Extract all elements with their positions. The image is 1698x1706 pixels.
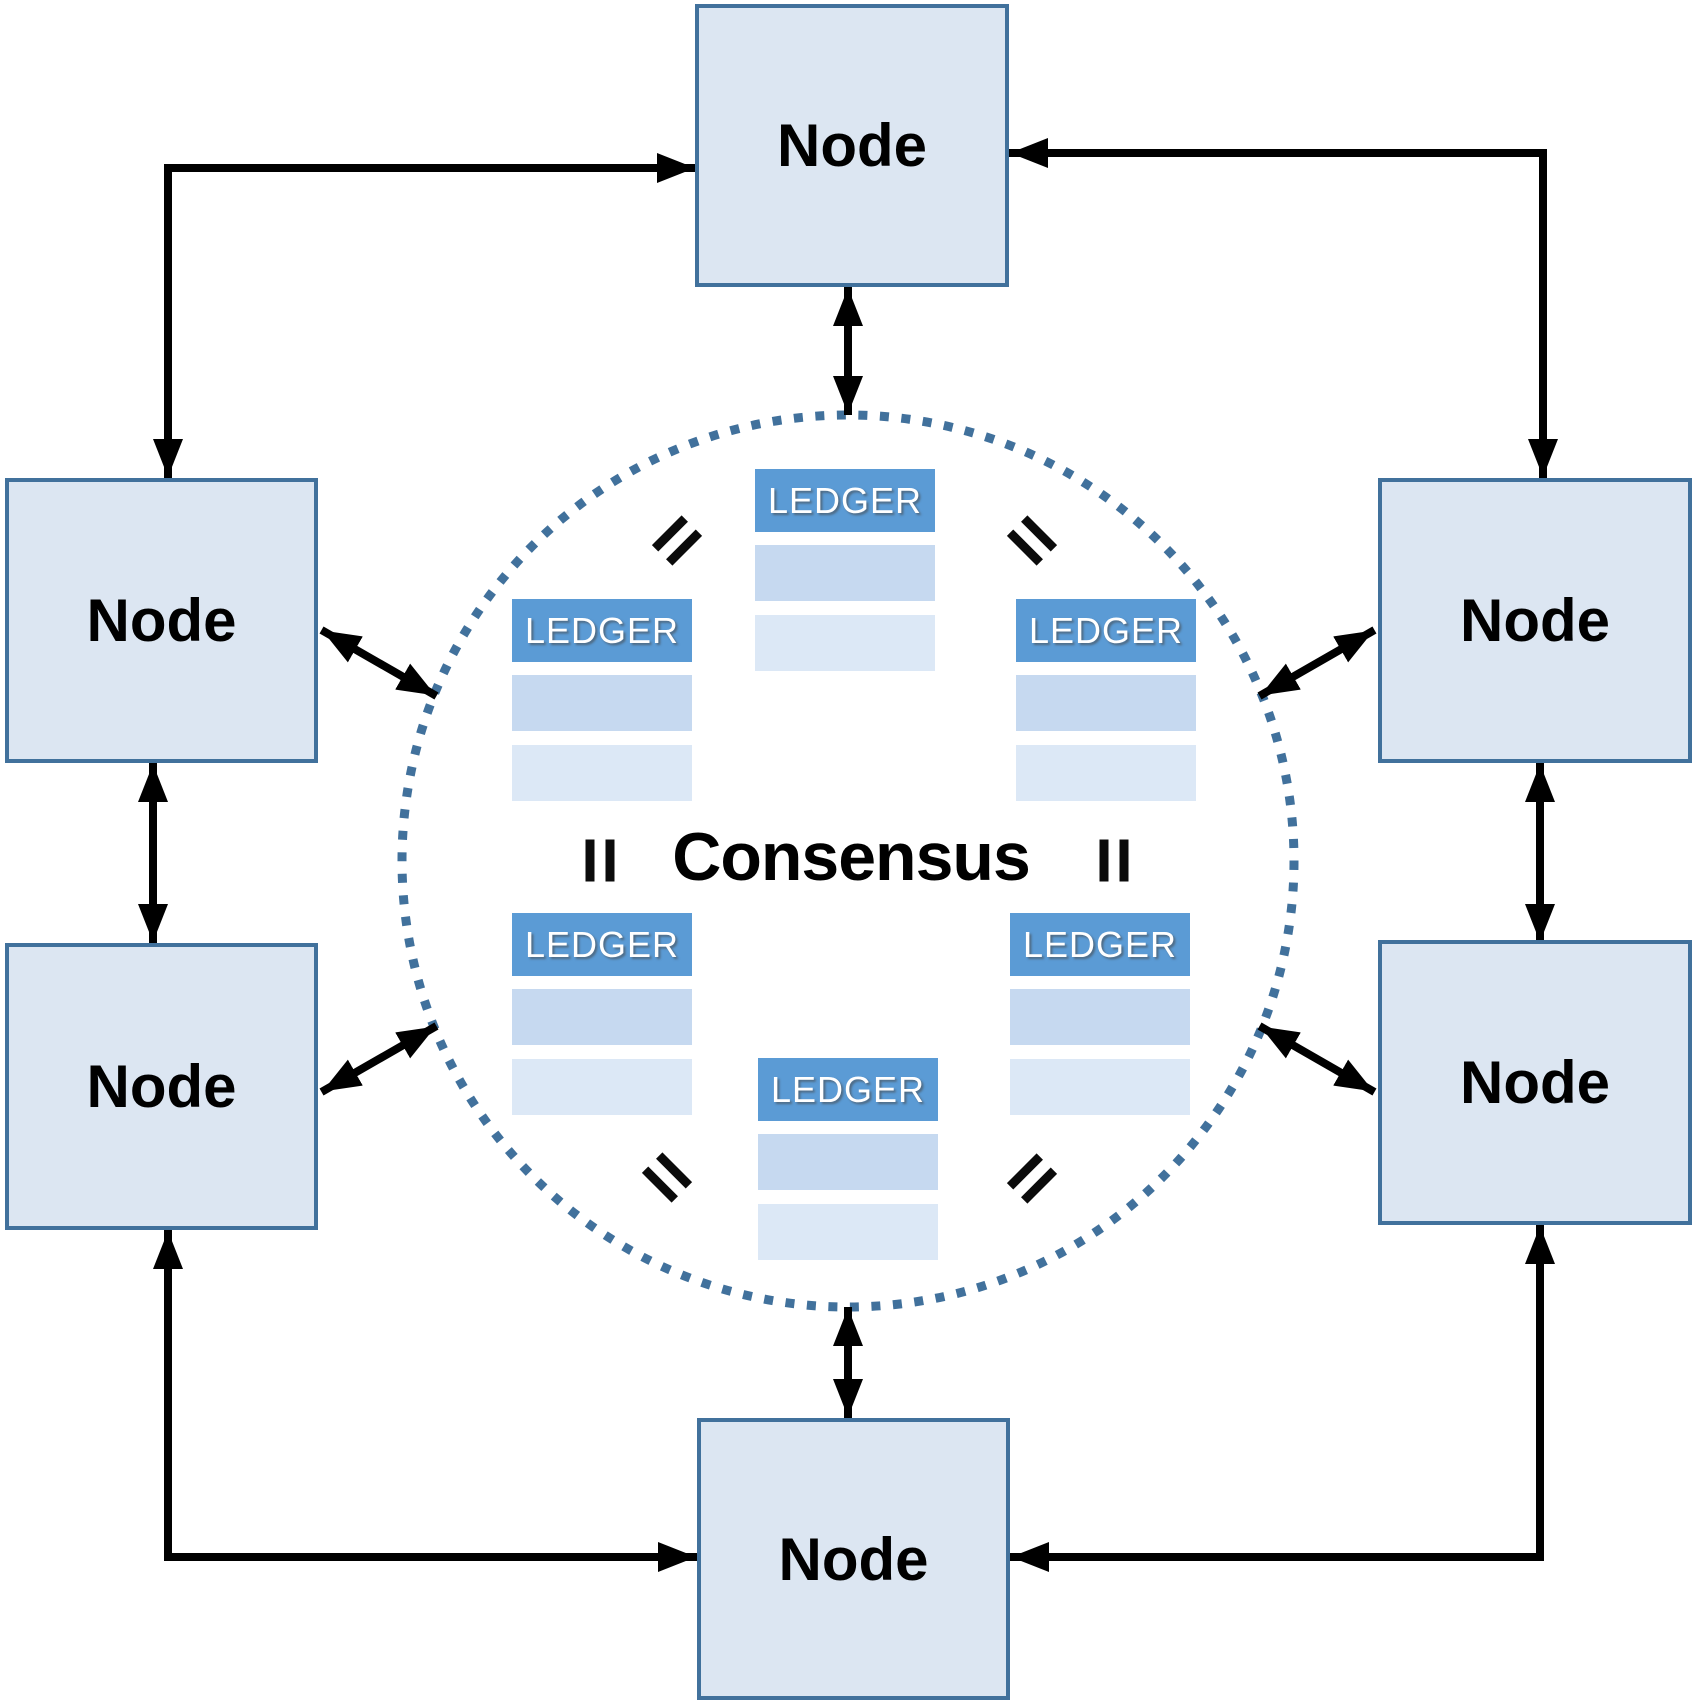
node-box-left-lower: Node [5,943,318,1230]
ledger-row [1016,745,1196,801]
ledger-bottom-center: LEDGER [758,1058,938,1260]
ledger-row [512,745,692,801]
ledger-row [1010,1059,1190,1115]
ledger-row [755,615,935,671]
ledger-upper-right: LEDGER [1016,599,1196,801]
connector-rightupper-node-circle [1257,626,1377,700]
ledger-header: LEDGER [758,1058,938,1121]
equals-mark-middle-right [1099,839,1129,882]
ledger-row [512,989,692,1045]
ledger-row [1010,989,1190,1045]
node-box-right-upper: Node [1378,478,1692,763]
ledger-header: LEDGER [512,913,692,976]
ledger-header: LEDGER [512,599,692,662]
connector-leftlower-node-circle [319,1022,439,1096]
ledger-row [512,675,692,731]
equals-bar [1119,839,1129,882]
node-label: Node [778,1525,929,1593]
equals-bar [1099,839,1109,882]
equals-mark-middle-left [585,839,615,882]
ledger-row [1016,675,1196,731]
consensus-title: Consensus [672,819,1031,895]
ledger-row [758,1134,938,1190]
node-label: Node [86,587,237,654]
ledger-row [758,1204,938,1260]
connector-leftupper-node-circle [319,626,439,700]
node-label: Node [777,112,927,179]
ledger-top-center: LEDGER [755,469,935,671]
node-box-right-lower: Node [1378,940,1692,1225]
node-box-top: Node [695,4,1009,287]
equals-bar [605,839,615,882]
connector-rightlower-node-circle [1257,1022,1377,1096]
node-box-left-upper: Node [5,478,318,763]
node-box-bottom: Node [697,1418,1010,1700]
equals-bar [585,839,595,882]
node-label: Node [1460,587,1610,654]
ledger-lower-left: LEDGER [512,913,692,1115]
node-label: Node [1460,1049,1610,1116]
ledger-upper-left: LEDGER [512,599,692,801]
ledger-header: LEDGER [1016,599,1196,662]
ledger-header: LEDGER [1010,913,1190,976]
ledger-row [755,545,935,601]
ledger-lower-right: LEDGER [1010,913,1190,1115]
ledger-header: LEDGER [755,469,935,532]
ledger-row [512,1059,692,1115]
node-label: Node [86,1053,237,1120]
consensus-circle [397,410,1299,1312]
